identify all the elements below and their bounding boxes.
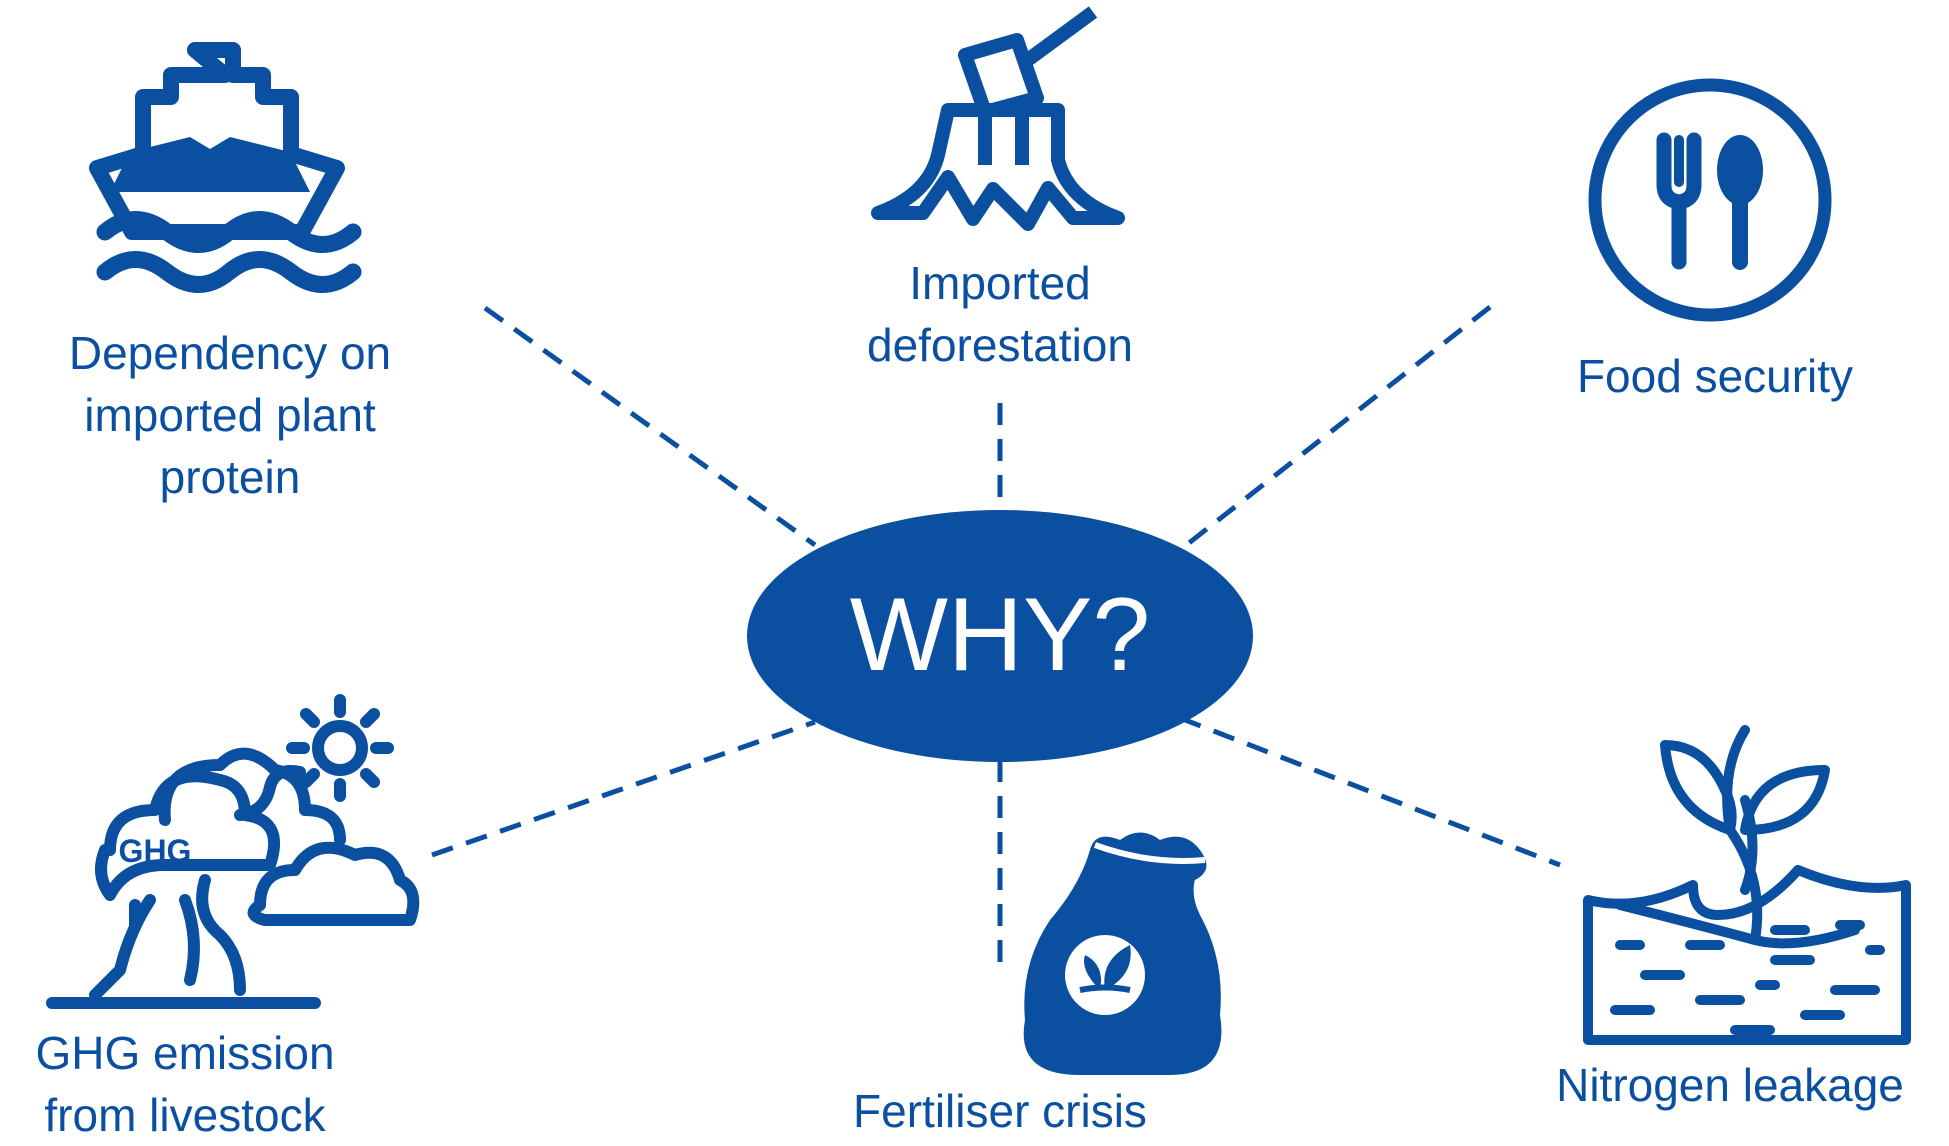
connectors: [431, 305, 1561, 975]
label-food-security: Food security: [1515, 345, 1915, 407]
label-ghg-line-1: GHG emission: [35, 1027, 335, 1079]
label-food-security-line-1: Food security: [1576, 350, 1854, 402]
why-label: WHY?: [849, 577, 1151, 693]
fertiliser-bag-icon: [1023, 832, 1222, 1075]
connector-nitrogen: [1179, 715, 1561, 868]
why-ellipse: [747, 510, 1253, 762]
label-fertiliser: Fertiliser crisis: [800, 1080, 1200, 1142]
ghg-icon-text: GHG: [119, 833, 192, 869]
label-fertiliser-line-1: Fertiliser crisis: [853, 1085, 1147, 1137]
label-plant-protein-line-3: protein: [159, 451, 301, 503]
connector-food-security: [1178, 305, 1492, 552]
connector-ghg: [431, 719, 816, 858]
connector-plant-protein: [483, 305, 817, 548]
label-nitrogen: Nitrogen leakage: [1530, 1054, 1930, 1116]
label-plant-protein-line-2: imported plant: [84, 389, 376, 441]
label-plant-protein: Dependency on imported plant protein: [30, 322, 430, 508]
fork-spoon-icon: [1588, 78, 1832, 322]
label-nitrogen-line-1: Nitrogen leakage: [1556, 1059, 1904, 1111]
label-deforestation-line-1: Imported: [909, 257, 1091, 309]
label-deforestation-line-2: deforestation: [867, 319, 1133, 371]
label-ghg: GHG emission from livestock: [5, 1022, 365, 1146]
label-deforestation: Imported deforestation: [800, 252, 1200, 376]
label-plant-protein-line-1: Dependency on: [68, 327, 392, 379]
label-ghg-line-2: from livestock: [44, 1089, 326, 1141]
ghg-cloud-sun-icon: [46, 694, 420, 1009]
seedling-soil-icon: [1583, 725, 1911, 1045]
ship-icon: [89, 42, 362, 293]
tree-stump-axe-icon: [871, 6, 1125, 231]
